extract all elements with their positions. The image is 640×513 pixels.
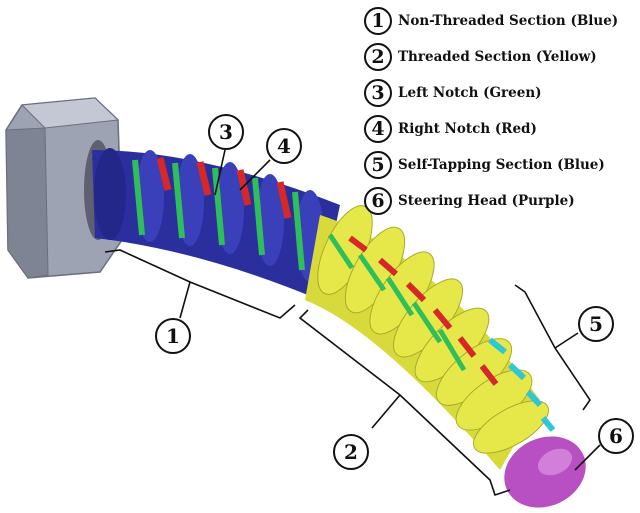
legend-number: 1	[364, 7, 392, 35]
legend-number: 4	[364, 115, 392, 143]
self-tapping-section	[488, 337, 556, 432]
annotation-lines	[104, 149, 601, 497]
legend-label: Left Notch (Green)	[398, 85, 542, 101]
callout-3: 3	[208, 114, 244, 150]
threaded-section	[305, 205, 549, 470]
legend-label: Right Notch (Red)	[398, 121, 537, 137]
legend-item-4: 4 Right Notch (Red)	[364, 114, 537, 144]
legend-item-5: 5 Self-Tapping Section (Blue)	[364, 150, 605, 180]
leader-1	[179, 281, 191, 319]
callout-1: 1	[155, 318, 191, 354]
non-threaded-section	[92, 148, 340, 300]
leader-3	[214, 149, 226, 196]
legend-number: 3	[364, 79, 392, 107]
legend-number: 2	[364, 43, 392, 71]
legend-label: Self-Tapping Section (Blue)	[398, 157, 605, 173]
callout-6: 6	[598, 418, 634, 454]
legend-item-3: 3 Left Notch (Green)	[364, 78, 542, 108]
legend-item-6: 6 Steering Head (Purple)	[364, 186, 575, 216]
legend-label: Steering Head (Purple)	[398, 193, 575, 209]
leader-5	[554, 332, 579, 349]
legend-number: 5	[364, 151, 392, 179]
legend-item-2: 2 Threaded Section (Yellow)	[364, 42, 597, 72]
callout-2: 2	[333, 434, 369, 470]
steering-head	[504, 436, 586, 508]
legend-label: Non-Threaded Section (Blue)	[398, 13, 619, 29]
legend-label: Threaded Section (Yellow)	[398, 49, 597, 65]
bracket-2	[298, 309, 511, 497]
leader-4	[239, 159, 271, 191]
hex-nut	[5, 97, 123, 279]
callout-5: 5	[578, 306, 614, 342]
leader-6	[574, 444, 601, 471]
legend-item-1: 1 Non-Threaded Section (Blue)	[364, 6, 618, 36]
callout-4: 4	[266, 128, 302, 164]
legend-number: 6	[364, 187, 392, 215]
leader-2	[371, 394, 401, 429]
